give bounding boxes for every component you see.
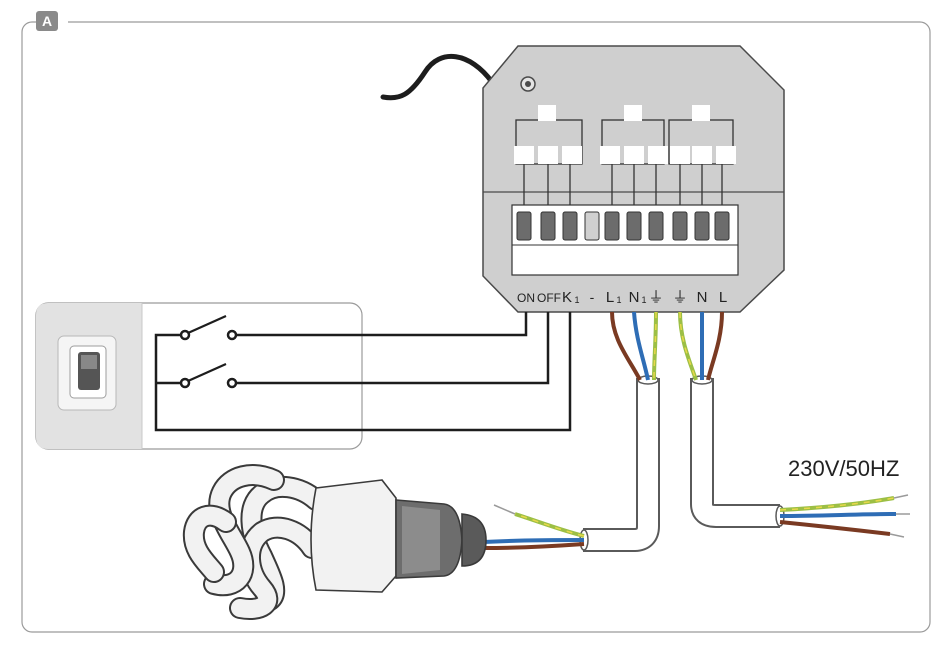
antenna-cable [383,56,492,97]
cfl-bulb-icon [194,475,486,609]
panel-tag-label: A [42,13,52,29]
terminal-label-on: ON [517,291,535,305]
terminal-label-l1-sub: 1 [616,295,621,305]
wall-switch-icon [58,336,116,410]
terminal-label-k1-sub: 1 [574,295,579,305]
terminal-label-l1: L [606,289,614,306]
supply-voltage-label: 230V/50HZ [788,456,899,481]
terminal-label-n1-sub: 1 [641,295,646,305]
terminal-label-k1: K [562,289,572,306]
terminal-label-earth-1: ⏚ [648,289,663,306]
terminal-label-n1: N [629,289,640,306]
terminal-label-n: N [697,289,708,306]
panel-tag: A [36,11,68,31]
terminal-label-l: L [719,289,727,306]
terminal-label-dash: - [590,289,595,305]
terminal-label-earth-2: ⏚ [672,289,687,306]
actuator-device: ON OFF K 1 - L 1 N 1 ⏚ ⏚ N L [483,46,784,312]
terminal-label-off: OFF [537,291,561,305]
supply-cable [680,312,910,537]
